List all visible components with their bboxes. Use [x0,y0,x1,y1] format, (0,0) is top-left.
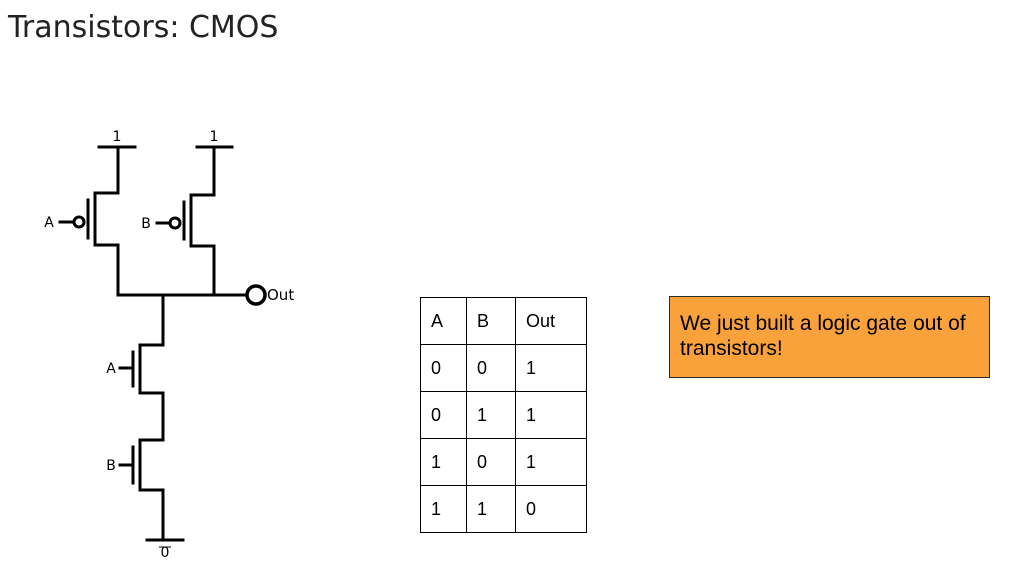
vdd-label-left: 1 [113,129,122,145]
table-header-row: A B Out [420,297,587,345]
table-row: 0 1 1 [420,391,587,439]
table-cell: 1 [420,438,467,486]
nmos-transistor-b [118,438,165,542]
pmos-transistor-b [155,145,216,297]
table-cell: 0 [466,344,516,392]
input-label-a-nmos: A [106,361,116,377]
column-header-b: B [466,297,516,345]
callout-text: We just built a logic gate out of transi… [680,312,966,360]
input-label-b-pmos: B [141,216,151,232]
column-header-out: Out [515,297,587,345]
table-cell: 1 [420,485,467,533]
output-terminal-icon [245,284,267,306]
input-label-a-pmos: A [44,215,54,231]
table-cell: 1 [466,485,516,533]
pmos-transistor-a [58,145,120,297]
vdd-label-right: 1 [210,129,219,145]
table-cell: 1 [515,344,587,392]
table-cell: 0 [515,485,587,533]
table-cell: 0 [466,438,516,486]
page-title: Transistors: CMOS [8,10,279,45]
input-label-b-nmos: B [106,458,116,474]
table-cell: 0 [420,344,467,392]
table-cell: 1 [515,438,587,486]
output-label: Out [267,286,294,304]
column-header-a: A [420,297,467,345]
table-cell: 1 [515,391,587,439]
table-row: 1 1 0 [420,485,587,533]
truth-table: A B Out 0 0 1 0 1 1 1 0 1 1 1 0 [420,297,587,533]
callout-box: We just built a logic gate out of transi… [669,296,990,378]
table-cell: 1 [466,391,516,439]
ground-label: 0 [161,545,170,561]
nmos-transistor-a [118,293,165,442]
table-row: 0 0 1 [420,344,587,392]
table-cell: 0 [420,391,467,439]
table-row: 1 0 1 [420,438,587,486]
